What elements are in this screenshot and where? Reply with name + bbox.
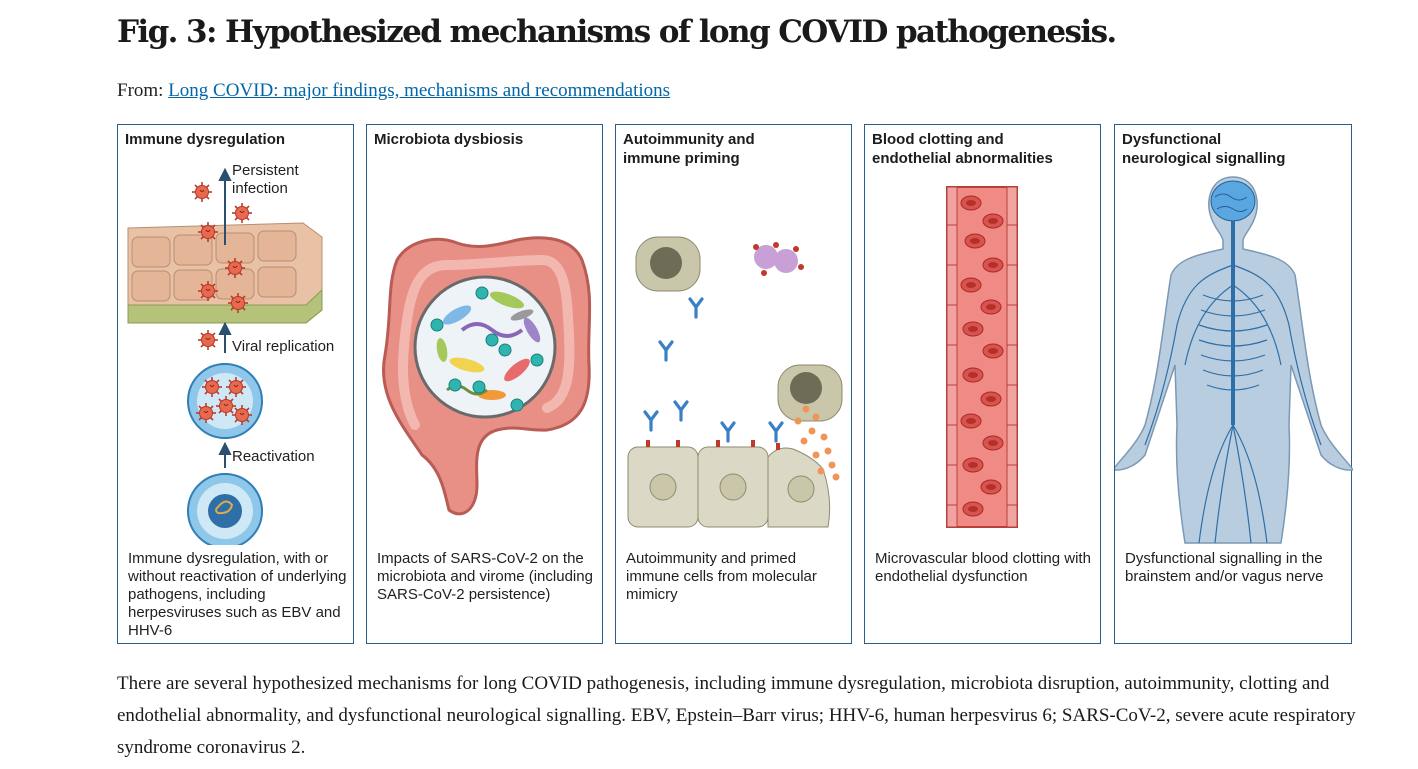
figure-caption: There are several hypothesized mechanism… [117,673,1356,758]
label-persistent: Persistent [232,162,300,179]
panel-caption: Immune dysregulation, with or without re… [128,550,347,639]
panel-autoimmunity: Autoimmunity and immune priming [615,124,852,644]
panel-immune-dysregulation: Immune dysregulation Persistent infectio… [117,124,354,644]
brain-icon [1210,180,1256,222]
panel-title-line-2: immune priming [623,150,740,167]
nervous-system-illustration [1115,176,1353,544]
cytokine-illustration [794,405,840,481]
panel-title: Dysfunctional neurological signalling [1122,130,1285,168]
panel-title-line-2: endothelial abnormalities [872,150,1053,167]
panel-microbiota-dysbiosis: Microbiota dysbiosis Impacts of SARS-CoV… [366,124,603,644]
source-line: From: Long COVID: major findings, mechan… [117,80,670,102]
panel-title: Blood clotting and endothelial abnormali… [872,130,1053,168]
label-reactivation: Reactivation [232,448,315,465]
panel-caption: Microvascular blood clotting with endoth… [875,550,1091,585]
panel-title-line-1: Dysfunctional [1122,131,1222,148]
panel-title-line-1: Autoimmunity and [623,131,755,148]
panel-title: Immune dysregulation [125,131,286,148]
source-article-link[interactable]: Long COVID: major findings, mechanisms a… [168,80,671,101]
microbe-illustration [430,286,544,412]
panel-title-line-1: Blood clotting and [872,131,1004,148]
tissue-cell-illustration [627,446,831,528]
immune-cell-illustration [635,236,843,422]
antibody-icon [643,297,784,443]
panel-blood-clotting: Blood clotting and endothelial abnormali… [864,124,1101,644]
label-infection: infection [232,180,288,197]
from-label: From: [117,80,164,101]
autoimmunity-illustration [627,236,843,528]
panel-caption: Dysfunctional signalling in the brainste… [1125,550,1324,585]
latent-cell-illustration [187,473,263,545]
panel-title-line-2: neurological signalling [1122,150,1286,167]
immune-dysregulation-illustration: Persistent infection Viral replication R… [127,162,334,545]
figure-title: Fig. 3: Hypothesized mechanisms of long … [117,14,1117,50]
panel-title: Microbiota dysbiosis [374,131,524,148]
panel-caption: Impacts of SARS-CoV-2 on the microbiota … [377,550,593,603]
label-viral-replication: Viral replication [232,338,334,355]
pathogen-illustration [753,242,804,276]
panel-caption: Autoimmunity and primed immune cells fro… [626,550,817,603]
infected-cell-illustration [187,363,263,439]
intestine-illustration [382,236,592,516]
up-arrow-icon [218,167,232,468]
blood-vessel-illustration [946,186,1018,528]
panel-title: Autoimmunity and immune priming [623,130,755,168]
panel-neurological-signalling: Dysfunctional neurological signalling Dy… [1114,124,1353,644]
